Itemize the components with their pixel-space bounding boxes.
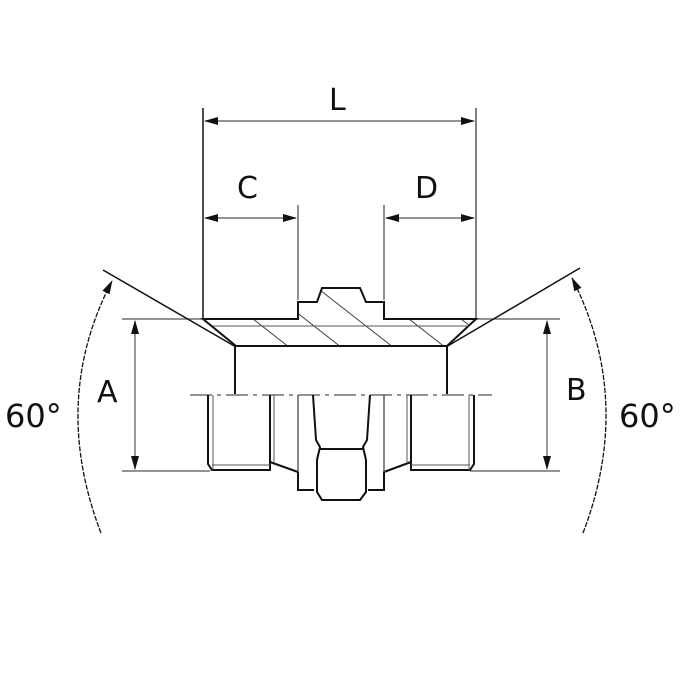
fitting-section-hatched <box>200 287 479 394</box>
dimension-d <box>383 205 475 300</box>
label-c: C <box>237 171 258 206</box>
dimension-l <box>202 108 477 320</box>
label-d: D <box>415 171 439 206</box>
label-b: B <box>566 373 587 408</box>
label-angle-right: 60° <box>619 397 676 435</box>
label-angle-left: 60° <box>5 397 62 435</box>
cone-angle-lines <box>102 267 581 348</box>
label-a: A <box>97 375 118 410</box>
dimension-c <box>204 205 299 300</box>
label-l: L <box>329 83 346 118</box>
angle-arc-left <box>77 280 113 534</box>
dimension-a <box>122 318 210 472</box>
dimension-b <box>470 318 560 472</box>
fitting-external-view <box>207 394 475 501</box>
angle-arc-right <box>571 277 607 534</box>
